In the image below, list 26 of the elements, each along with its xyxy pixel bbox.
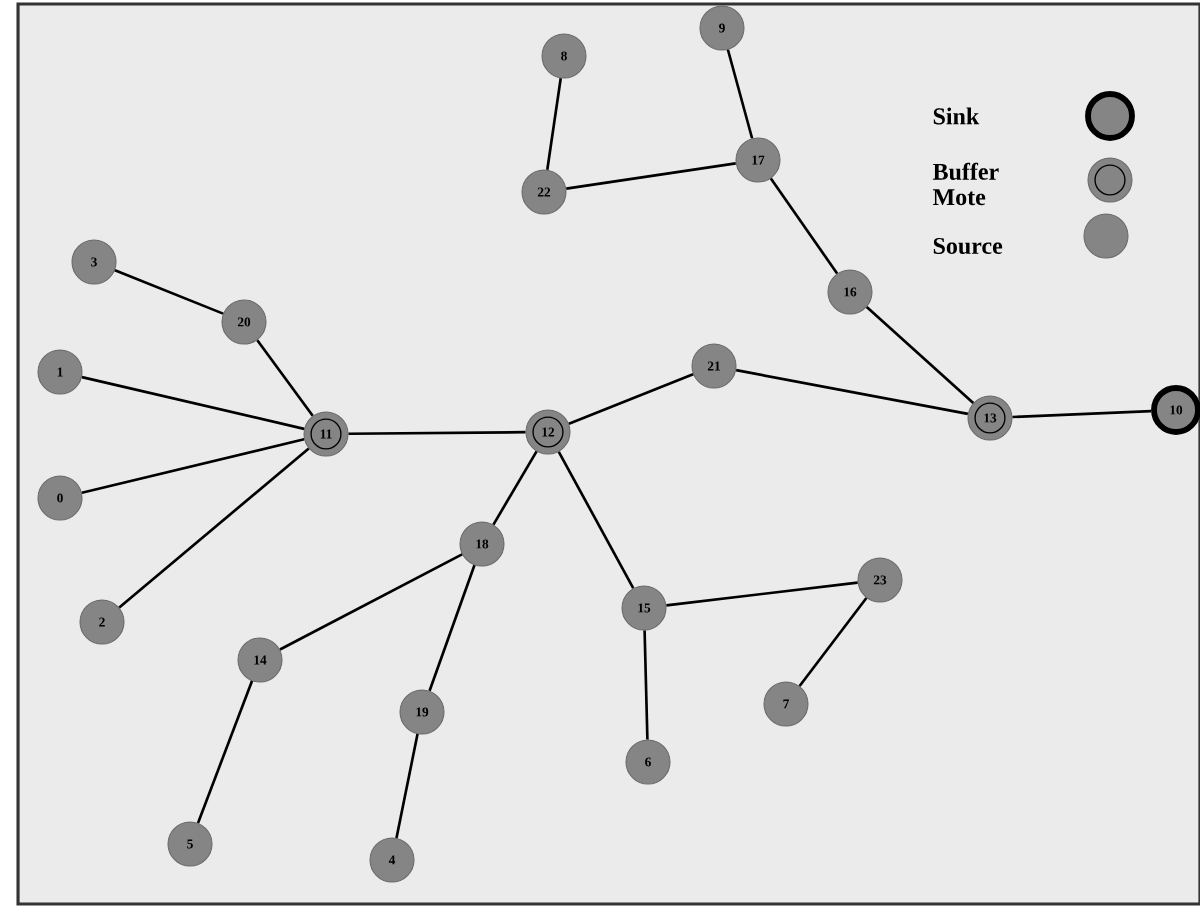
connection-line: [545, 78, 563, 170]
connection-line: [492, 450, 538, 526]
connection-line: [726, 49, 754, 139]
connection-line: [769, 177, 839, 275]
connection-line: [114, 269, 224, 315]
connection-line: [196, 680, 254, 824]
connection-line: [557, 451, 635, 589]
legend-label: Source: [933, 237, 1003, 255]
connection-line: [256, 339, 314, 417]
connection-line: [395, 733, 419, 839]
connection-line: [81, 437, 305, 494]
legend-label: Sink: [933, 107, 980, 125]
connection-line: [666, 581, 858, 607]
connection-line: [643, 630, 649, 740]
connection-line: [1012, 409, 1152, 419]
connection-line: [428, 564, 476, 692]
connection-line: [566, 162, 736, 190]
connection-line: [118, 447, 310, 609]
connection-line: [348, 430, 526, 436]
connection-line: [279, 553, 463, 651]
connection-line: [735, 368, 969, 416]
legend-label: Buffer Mote: [932, 162, 999, 206]
connection-line: [81, 375, 305, 431]
connection-line: [568, 373, 694, 425]
connection-line: [798, 597, 868, 687]
connection-line: [865, 306, 975, 404]
